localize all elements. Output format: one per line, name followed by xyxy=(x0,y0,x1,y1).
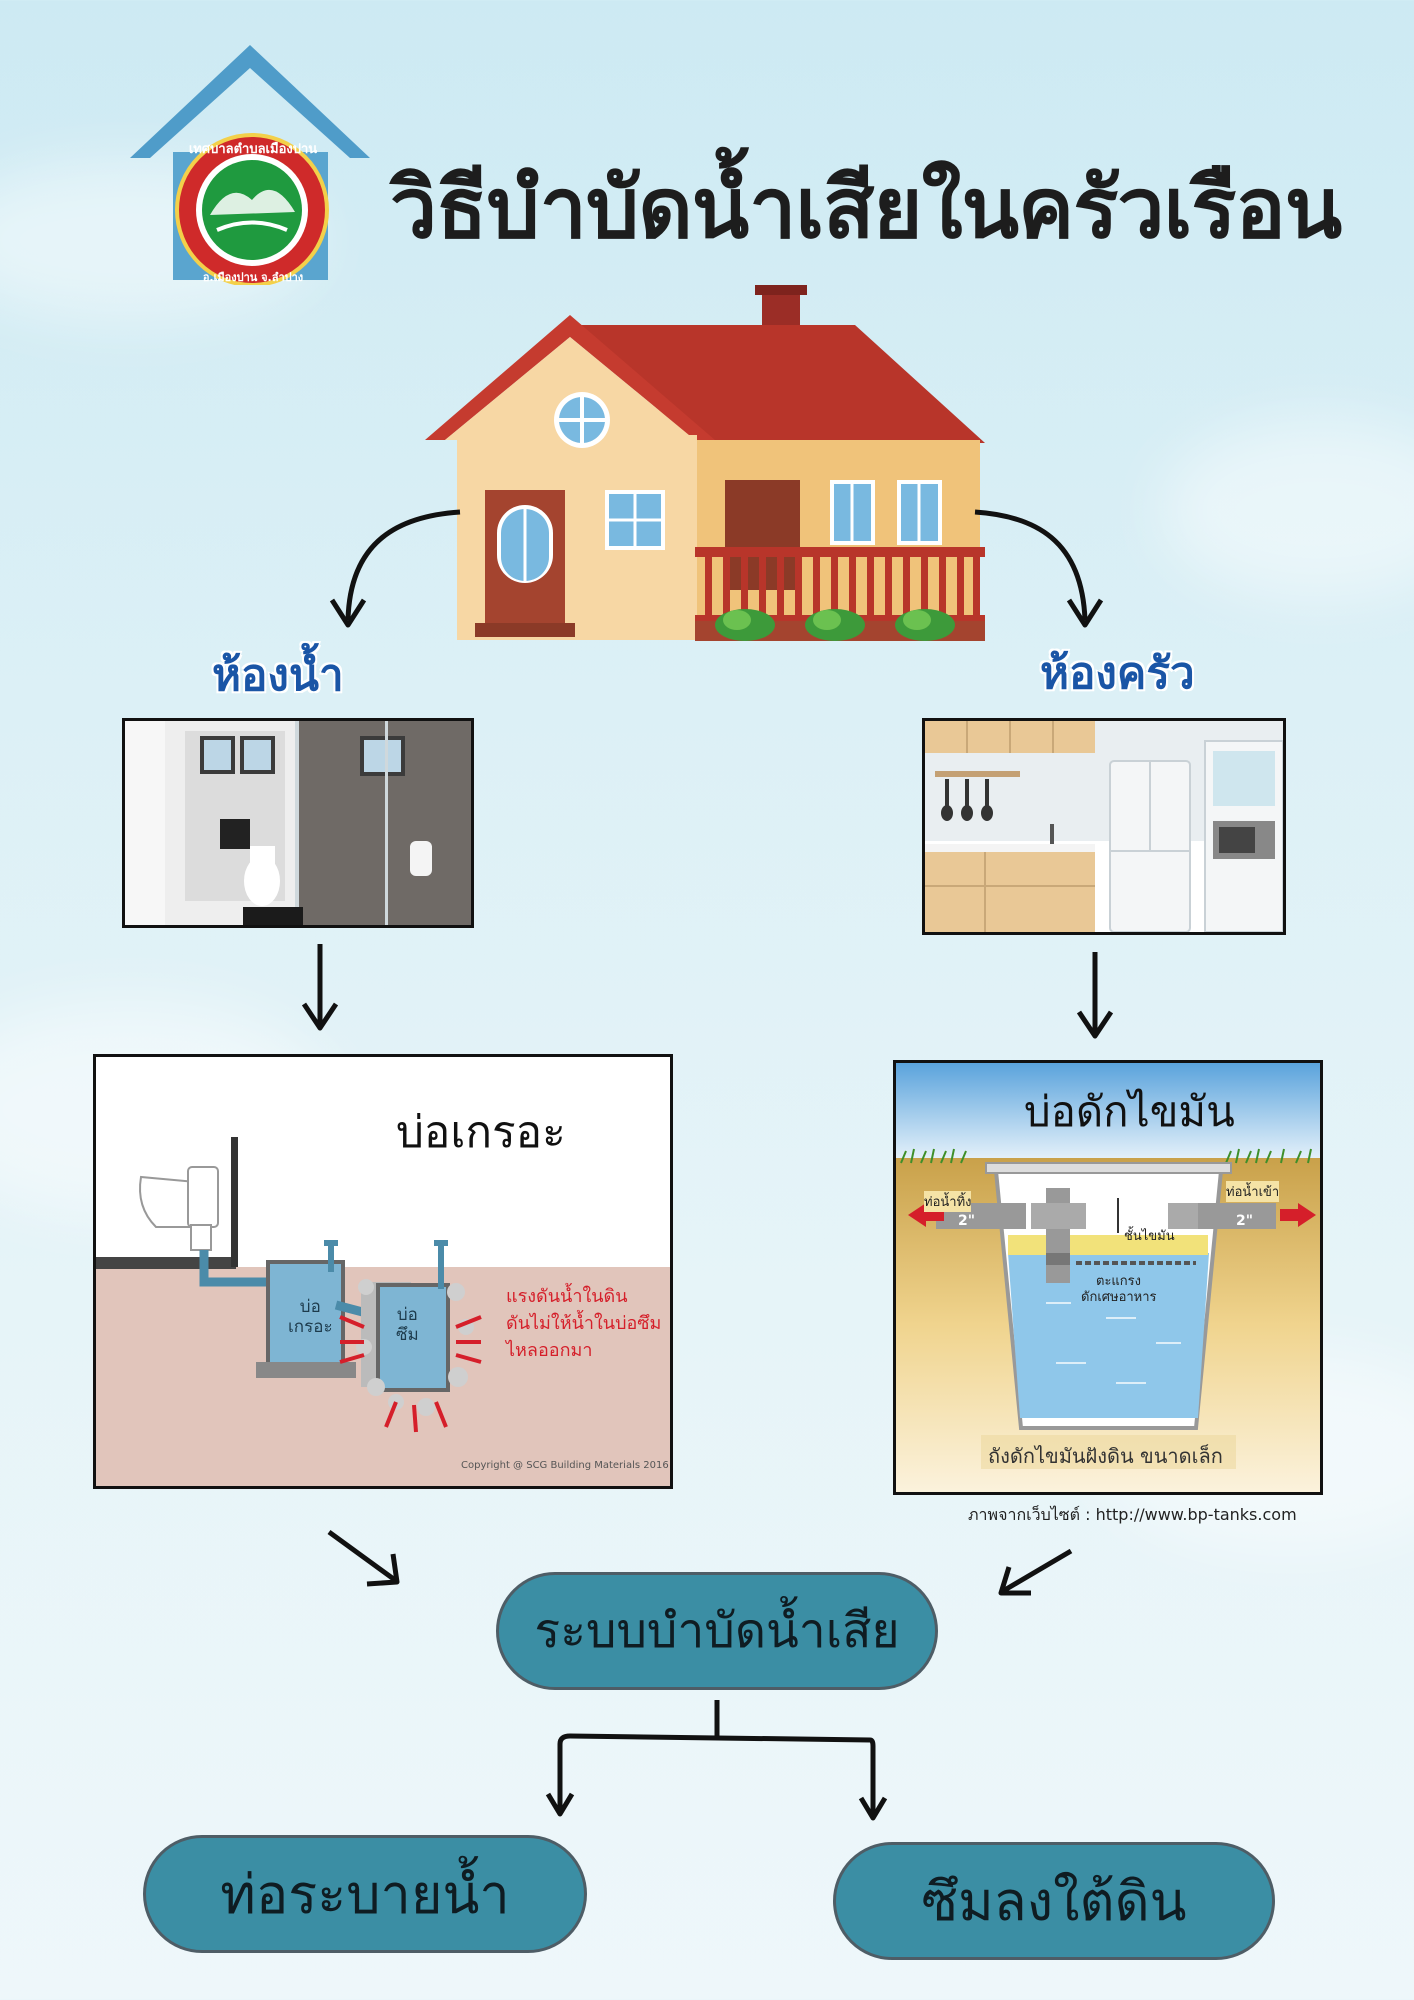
logo: เทศบาลตำบลเมืองปาน อ.เมืองปาน จ.ลำปาง xyxy=(125,40,375,287)
septic-copyright: Copyright @ SCG Building Materials 2016 xyxy=(461,1460,669,1471)
bathroom-photo xyxy=(122,718,474,928)
image-source-credit: ภาพจากเว็บไซต์ : http://www.bp-tanks.com xyxy=(968,1505,1297,1524)
grease-trap-diagram xyxy=(896,1063,1320,1492)
arrow-grease-to-treatment xyxy=(998,1548,1073,1596)
septic-note-line3: ไหลออกมา xyxy=(504,1339,592,1361)
septic-title: บ่อเกรอะ xyxy=(396,1107,566,1158)
house-icon xyxy=(425,285,985,641)
grease-outlet-size: 2" xyxy=(958,1213,976,1229)
branch-arrows xyxy=(545,1700,888,1821)
page-title: วิธีบำบัดน้ำเสียในครัวเรือน xyxy=(390,159,1342,257)
septic-tank2-label: บ่อ ซึม xyxy=(396,1305,419,1345)
grease-inlet-label: ท่อน้ำเข้า xyxy=(1226,1181,1280,1202)
septic-diagram: แรงดันน้ำในดิน ดันไม่ให้น้ำในบ่อซึม ไหลอ… xyxy=(96,1137,670,1486)
logo-house-icon xyxy=(130,45,370,287)
kitchen-label: ห้องครัว xyxy=(1040,648,1195,699)
grease-screen-line2: ดักเศษอาหาร xyxy=(1081,1290,1157,1305)
grease-outlet-label: ท่อน้ำทิ้ง xyxy=(924,1191,972,1212)
grease-fat-layer-label: ชั้นไขมัน xyxy=(1124,1229,1175,1244)
kitchen-photo xyxy=(922,718,1286,935)
arrow-to-bathroom xyxy=(329,509,461,628)
septic-note-line2: ดันไม่ให้น้ำในบ่อซึม xyxy=(506,1310,661,1334)
grease-screen-line1: ตะแกรง xyxy=(1096,1274,1142,1289)
arrow-kitchen-down xyxy=(1076,952,1114,1039)
arrow-to-kitchen xyxy=(974,509,1104,628)
house-illustration xyxy=(425,285,1000,645)
logo-top-text: เทศบาลตำบลเมืองปาน xyxy=(188,142,318,157)
bathroom-label: ห้องน้ำ xyxy=(212,650,344,701)
wastewater-treatment-system: ระบบบำบัดน้ำเสีย xyxy=(496,1572,938,1690)
arrow-septic-to-treatment xyxy=(327,1529,400,1587)
grease-inlet-size: 2" xyxy=(1236,1213,1254,1229)
septic-tank-panel: บ่อเกรอะ แรงดันน้ำในดิน xyxy=(93,1054,673,1489)
arrow-bathroom-down xyxy=(301,944,339,1031)
ground-seepage-outcome: ซึมลงใต้ดิน xyxy=(833,1842,1275,1960)
grease-trap-panel: บ่อดักไขมัน ท่อน้ำทิ้ง ท่อน้ำเข้า 2" 2" … xyxy=(893,1060,1323,1495)
logo-bottom-text: อ.เมืองปาน จ.ลำปาง xyxy=(202,271,304,284)
grease-title: บ่อดักไขมัน xyxy=(1024,1087,1235,1136)
septic-note-line1: แรงดันน้ำในดิน xyxy=(506,1283,628,1307)
drain-pipe-outcome: ท่อระบายน้ำ xyxy=(143,1835,587,1953)
septic-tank1-label: บ่อ เกรอะ xyxy=(288,1297,333,1337)
grease-caption: ถังดักไขมันฝังดิน ขนาดเล็ก xyxy=(988,1444,1223,1468)
